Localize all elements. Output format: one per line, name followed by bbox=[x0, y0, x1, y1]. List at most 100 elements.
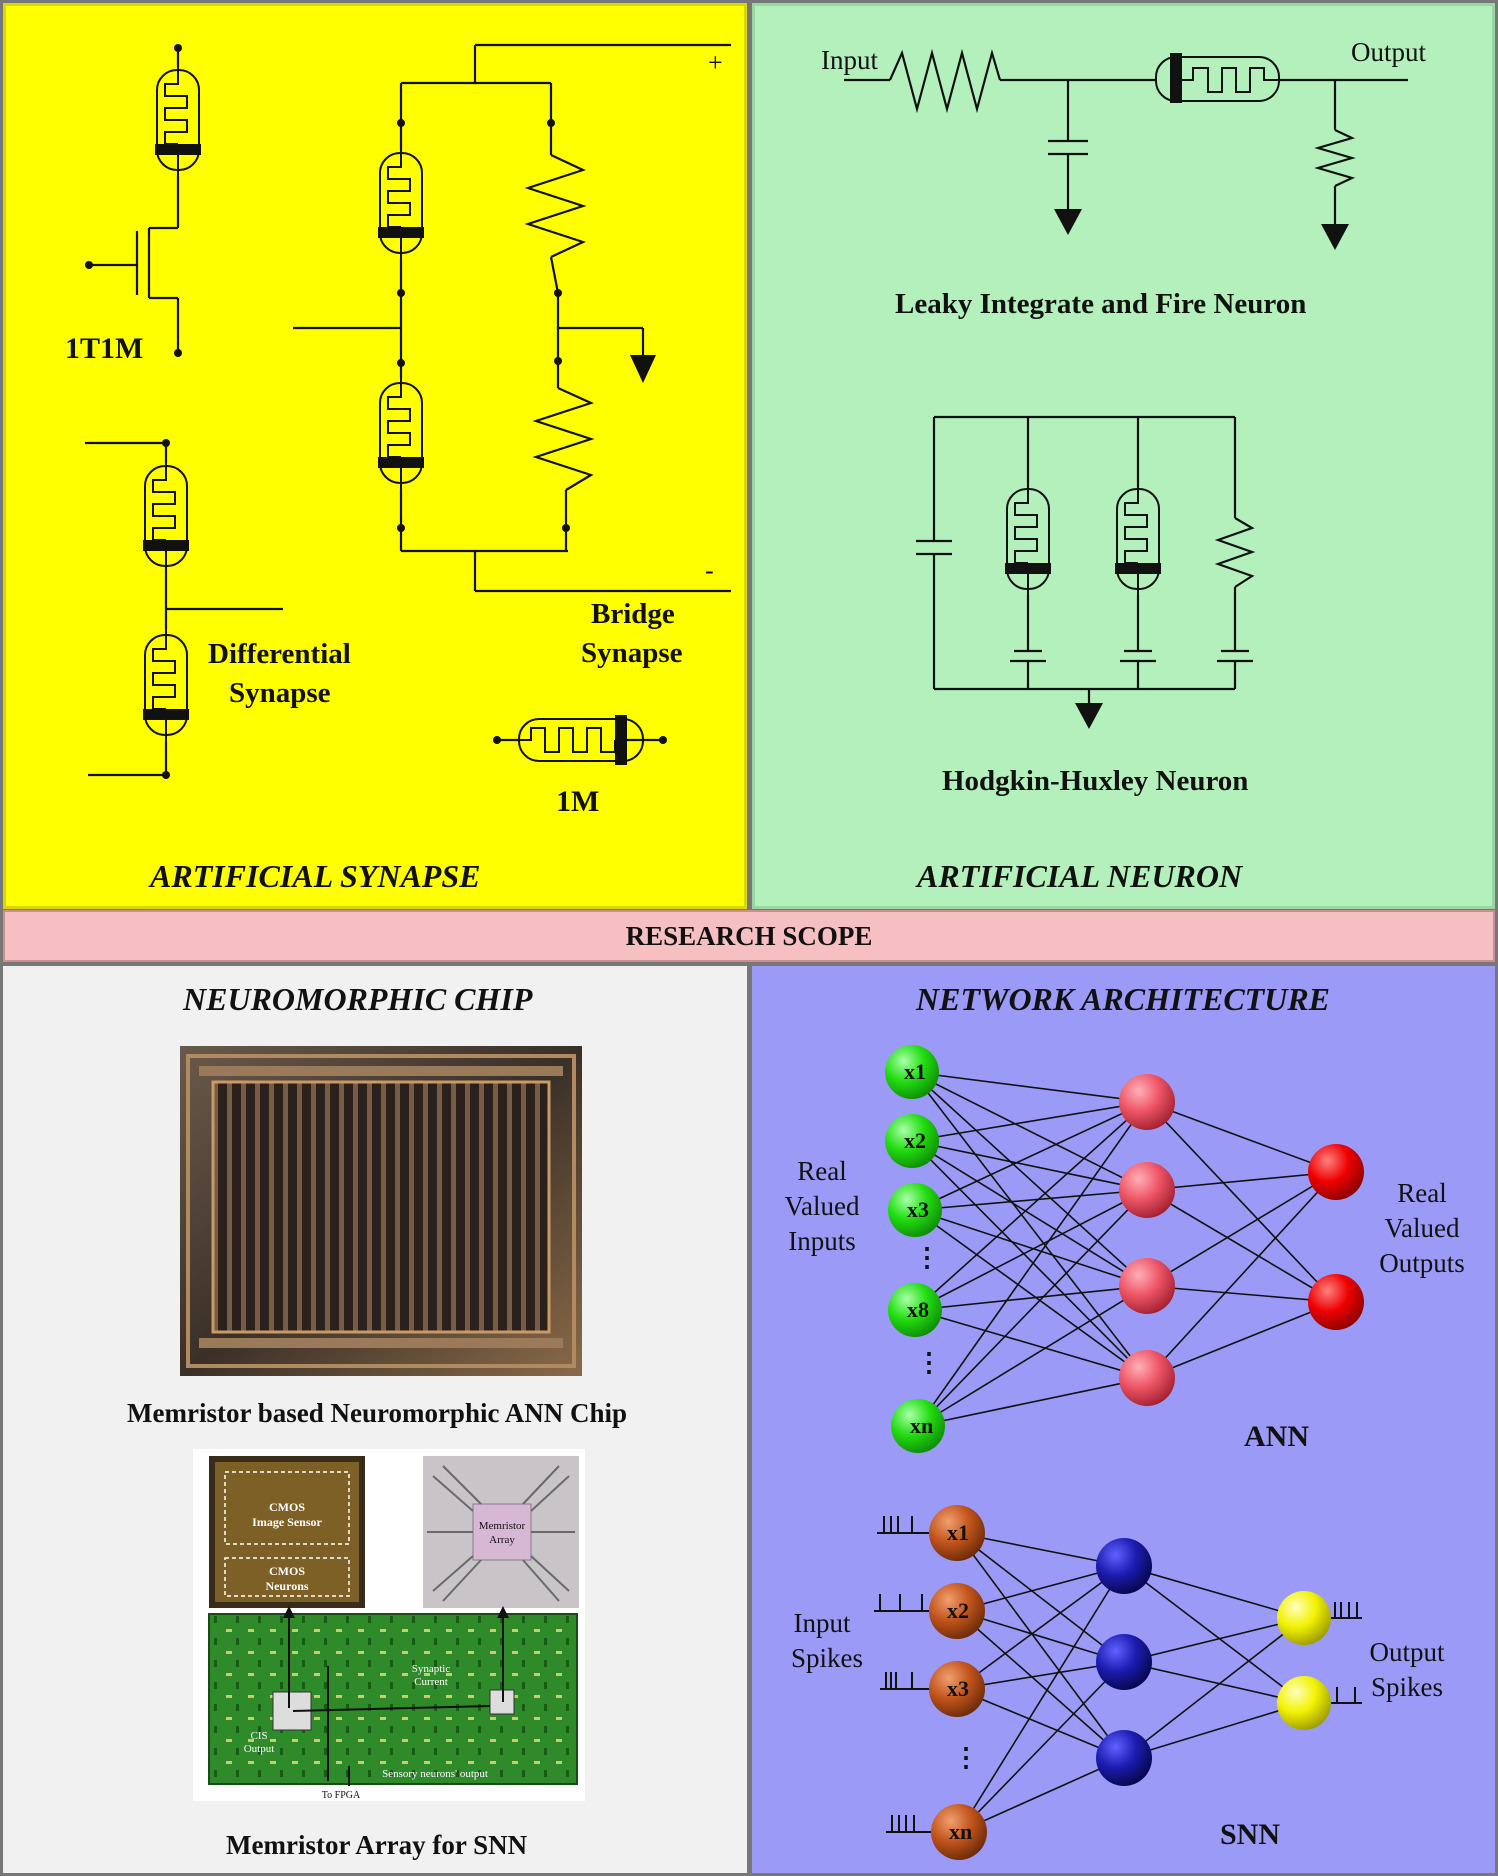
cis-output-label-2: Output bbox=[244, 1743, 275, 1755]
ann-hid-out-edge-7 bbox=[1146, 1301, 1337, 1379]
snn-in-hid-edge-1 bbox=[956, 1532, 1125, 1663]
ann-hid-out-edge-3 bbox=[1146, 1189, 1337, 1303]
snn-in-hid-edge-5 bbox=[956, 1610, 1125, 1759]
chip-figures: NEUROMORPHIC CHIP Memristor based Neurom… bbox=[127, 981, 627, 1860]
ann-in-hid-edge-15 bbox=[914, 1309, 1148, 1379]
cis-output-label-1: CIS bbox=[250, 1730, 267, 1742]
ann-in-hid-edge-9 bbox=[914, 1189, 1148, 1211]
snn-in-hid-edge-6 bbox=[956, 1565, 1125, 1690]
snn-hidden-layer bbox=[1096, 1538, 1152, 1786]
label-output: Output bbox=[1351, 37, 1427, 67]
memristor-array-label-2: Array bbox=[489, 1534, 515, 1546]
ann-output-layer bbox=[1308, 1144, 1364, 1330]
snn-hid-out-edge-2 bbox=[1123, 1617, 1305, 1663]
ann-hid-out-edge-6 bbox=[1146, 1171, 1337, 1379]
hh-neuron-circuit: Hodgkin-Huxley Neuron bbox=[916, 415, 1256, 797]
snn-input-label-x2: x2 bbox=[947, 1598, 969, 1623]
to-fpga-label: To FPGA bbox=[322, 1790, 361, 1801]
ann-ellipsis-2: ⋮ bbox=[916, 1348, 942, 1377]
snn-inputs-label-2: Spikes bbox=[791, 1643, 863, 1673]
ann-in-hid-edge-7 bbox=[911, 1140, 1148, 1379]
ann-in-hid-edge-13 bbox=[914, 1189, 1148, 1311]
cmos-sensor-label-1: CMOS bbox=[269, 1500, 305, 1514]
snn-output-layer bbox=[1277, 1591, 1331, 1730]
ann-outputs-label-2: Valued bbox=[1385, 1213, 1460, 1243]
snn-memristor-array-photo: CMOS Image Sensor CMOS Neurons Memristor… bbox=[193, 1449, 585, 1801]
ann-hid-out-edge-0 bbox=[1146, 1101, 1337, 1173]
ann-input-label-x1: x1 bbox=[904, 1059, 926, 1084]
snn-outputs-label-2: Spikes bbox=[1371, 1672, 1443, 1702]
synapse-circuits: 1T1M Differential Synapse bbox=[65, 43, 731, 894]
artificial-neuron-panel: Input Output Leaky Integrate and Fire Ne… bbox=[752, 3, 1495, 909]
label-1m: 1M bbox=[556, 785, 599, 818]
ann-in-hid-edge-10 bbox=[914, 1209, 1148, 1287]
snn-in-hid-edge-11 bbox=[958, 1757, 1125, 1833]
snn-ellipsis: ⋮ bbox=[953, 1743, 979, 1772]
ann-hid-out-edge-2 bbox=[1146, 1171, 1337, 1191]
label-bridge-1: Bridge bbox=[591, 598, 675, 630]
lif-neuron-circuit: Input Output Leaky Integrate and Fire Ne… bbox=[821, 37, 1427, 320]
ann-inputs-label-1: Real bbox=[797, 1156, 846, 1186]
research-scope-label: RESEARCH SCOPE bbox=[625, 920, 873, 951]
ann-in-hid-edge-16 bbox=[917, 1101, 1148, 1427]
ann-in-hid-edge-19 bbox=[917, 1377, 1148, 1427]
neuromorphic-chip-title: NEUROMORPHIC CHIP bbox=[182, 981, 533, 1017]
ann-input-label-xn: xn bbox=[910, 1413, 933, 1438]
ann-ellipsis-1: ⋮ bbox=[914, 1243, 940, 1272]
label-plus: + bbox=[708, 48, 723, 77]
lif-neuron-label: Leaky Integrate and Fire Neuron bbox=[895, 288, 1306, 320]
ann-chip-photo bbox=[180, 1046, 582, 1376]
snn-in-hid-edge-8 bbox=[956, 1688, 1125, 1759]
ann-in-hid-edge-6 bbox=[911, 1140, 1148, 1287]
ann-connections bbox=[911, 1071, 1337, 1427]
ann-inputs-label-3: Inputs bbox=[788, 1226, 856, 1256]
snn-in-hid-edge-7 bbox=[956, 1661, 1125, 1690]
snn-input-label-xn: xn bbox=[949, 1819, 972, 1844]
ann-in-hid-edge-1 bbox=[911, 1071, 1148, 1191]
ann-hid-out-edge-4 bbox=[1146, 1171, 1337, 1287]
ann-input-layer: x1 x2 x3 x8 xn ⋮ ⋮ bbox=[885, 1045, 945, 1453]
ann-input-label-x3: x3 bbox=[907, 1197, 929, 1222]
network-architecture-panel: NETWORK ARCHITECTURE x1 x2 x3 x8 xn ⋮ ⋮ … bbox=[752, 966, 1495, 1873]
snn-in-hid-edge-2 bbox=[956, 1532, 1125, 1759]
ann-in-hid-edge-12 bbox=[914, 1101, 1148, 1311]
ann-inputs-label-2: Valued bbox=[785, 1191, 860, 1221]
snn-hid-out-edge-4 bbox=[1123, 1617, 1305, 1759]
snn-spike-trains bbox=[874, 1516, 1362, 1833]
snn-hid-out-edge-1 bbox=[1123, 1565, 1305, 1704]
snn-in-hid-edge-0 bbox=[956, 1532, 1125, 1567]
snn-input-label-x1: x1 bbox=[947, 1520, 969, 1545]
hh-neuron-label: Hodgkin-Huxley Neuron bbox=[942, 765, 1248, 797]
ann-in-hid-edge-8 bbox=[914, 1101, 1148, 1211]
ann-in-hid-edge-17 bbox=[917, 1189, 1148, 1427]
synaptic-current-label-2: Current bbox=[414, 1676, 448, 1688]
label-1t1m: 1T1M bbox=[65, 332, 143, 365]
snn-caption: Memristor Array for SNN bbox=[226, 1830, 528, 1860]
snn-label: SNN bbox=[1220, 1818, 1280, 1851]
network-diagrams: NETWORK ARCHITECTURE x1 x2 x3 x8 xn ⋮ ⋮ … bbox=[785, 981, 1465, 1860]
ann-hid-out-edge-1 bbox=[1146, 1101, 1337, 1303]
ann-in-hid-edge-14 bbox=[914, 1285, 1148, 1311]
label-differential-1: Differential bbox=[208, 638, 351, 670]
artificial-synapse-title: ARTIFICIAL SYNAPSE bbox=[148, 858, 480, 894]
snn-input-label-x3: x3 bbox=[947, 1676, 969, 1701]
ann-in-hid-edge-11 bbox=[914, 1209, 1148, 1379]
label-input: Input bbox=[821, 45, 878, 75]
bridge-synapse-circuit: + - Bridge Synapse bbox=[293, 43, 731, 669]
snn-hid-out-edge-3 bbox=[1123, 1661, 1305, 1704]
snn-outputs-label-1: Output bbox=[1369, 1637, 1445, 1667]
ann-hid-out-edge-5 bbox=[1146, 1285, 1337, 1303]
network-architecture-title: NETWORK ARCHITECTURE bbox=[915, 981, 1330, 1017]
one-m-circuit: 1M bbox=[493, 715, 667, 818]
snn-input-layer: x1 x2 x3 xn ⋮ bbox=[929, 1505, 987, 1860]
label-differential-2: Synapse bbox=[229, 677, 331, 709]
cmos-sensor-label-2: Image Sensor bbox=[252, 1515, 322, 1529]
research-scope-bar: RESEARCH SCOPE bbox=[3, 910, 1495, 962]
artificial-neuron-title: ARTIFICIAL NEURON bbox=[915, 858, 1244, 894]
snn-in-hid-edge-4 bbox=[956, 1610, 1125, 1663]
sensory-neurons-label: Sensory neurons' output bbox=[382, 1768, 488, 1780]
differential-synapse-circuit: Differential Synapse bbox=[85, 439, 351, 779]
ann-in-hid-edge-2 bbox=[911, 1071, 1148, 1287]
ann-in-hid-edge-3 bbox=[911, 1071, 1148, 1379]
ann-in-hid-edge-4 bbox=[911, 1101, 1148, 1142]
